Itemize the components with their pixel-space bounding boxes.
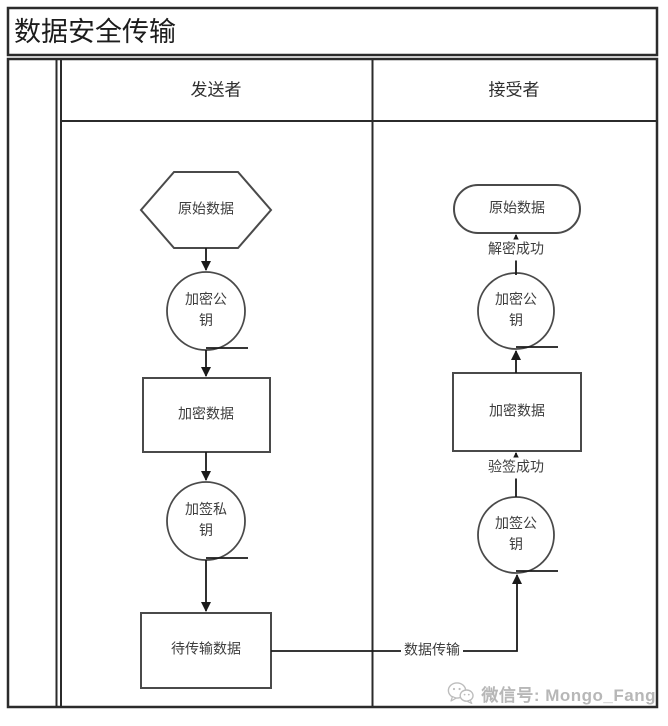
label-data-transfer: 数据传输 [401,640,463,662]
label-receiver-sign-public-key: 加签公钥 [495,517,537,553]
label-verify-success: 验签成功 [485,457,547,479]
label-receiver-encrypted-data: 加密数据 [489,404,545,420]
lane-header-sender: 发送者 [190,80,242,100]
label-receiver-original-data: 原始数据 [489,201,545,217]
rect-sender-pending-data [140,612,272,689]
label-sender-encrypted-data: 加密数据 [178,407,234,423]
diagram-title: 数据安全传输 [14,17,176,47]
lane-header-receiver: 接受者 [488,80,540,100]
watermark-text: 微信号: Mongo_Fang [481,685,656,705]
connector-data-transfer [271,574,522,652]
label-decrypt-success: 解密成功 [485,239,547,261]
label-sender-encrypt-public-key: 加密公钥 [185,293,227,329]
rect-receiver-encrypted-data [452,372,582,452]
hexagon-sender-original-data [139,171,273,249]
rect-sender-encrypted-data [142,377,271,453]
watermark: 微信号: Mongo_Fang [447,679,656,707]
label-sender-pending-data: 待传输数据 [171,642,241,658]
label-sender-sign-private-key: 加签私钥 [185,503,227,539]
label-sender-original-data: 原始数据 [178,202,234,218]
wechat-icon [448,682,475,704]
label-receiver-encrypt-public-key: 加密公钥 [495,293,537,329]
title-box [6,6,659,57]
terminator-receiver-original-data [453,184,581,234]
